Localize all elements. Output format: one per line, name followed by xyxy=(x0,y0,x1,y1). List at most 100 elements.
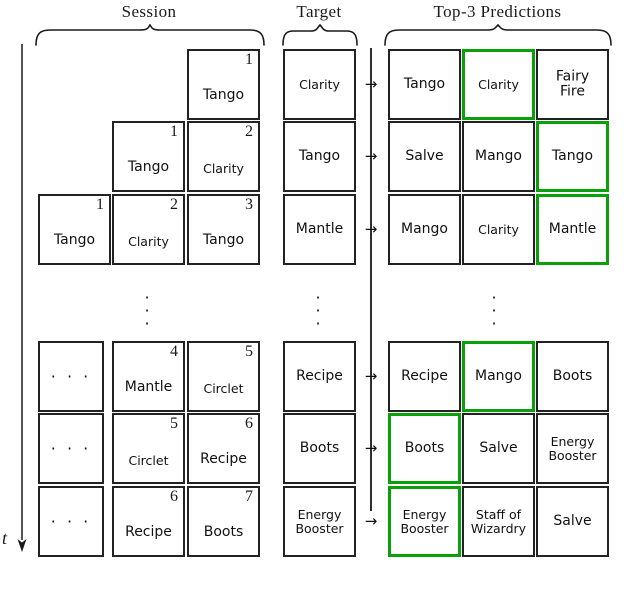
cell-label: Tango xyxy=(202,87,245,104)
prediction-cell: Salve xyxy=(462,413,535,484)
session-to-target-arrow: → xyxy=(364,438,378,457)
brace-predictions xyxy=(384,24,612,46)
dot: · xyxy=(144,288,150,307)
prediction-cell-hit: Clarity xyxy=(462,49,535,120)
time-axis-label: t xyxy=(2,528,8,548)
cell-label: · · · xyxy=(50,366,92,386)
cell-label: Recipe xyxy=(296,367,343,384)
prediction-cell-hit: Mango xyxy=(462,341,535,412)
cell-label: Mantle xyxy=(124,379,173,396)
cell-label: Circlet xyxy=(203,381,244,396)
prediction-cell: Clarity xyxy=(462,194,535,265)
session-to-target-arrow: → xyxy=(364,146,378,165)
cell-label: Recipe xyxy=(401,367,448,384)
brace-target xyxy=(282,24,358,46)
cell-label: Mango xyxy=(401,220,448,237)
vertical-ellipsis-target: · · · xyxy=(313,290,323,333)
prediction-cell: Fairy Fire xyxy=(536,49,609,120)
prediction-cell: Boots xyxy=(536,341,609,412)
cell-label: Tango xyxy=(403,75,446,92)
cell-step-index: 5 xyxy=(245,343,253,360)
cell-label: Clarity xyxy=(128,234,169,249)
prediction-cell-hit: Tango xyxy=(536,121,609,192)
cell-label: Energy Booster xyxy=(548,433,597,463)
cell-label: Clarity xyxy=(299,76,340,92)
cell-label: Clarity xyxy=(203,161,244,176)
heading-top3-predictions: Top-3 Predictions xyxy=(433,2,562,21)
cell-step-index: 2 xyxy=(245,123,253,140)
cell-label: Recipe xyxy=(200,451,247,468)
section-divider xyxy=(370,48,372,511)
cell-label: Boots xyxy=(552,367,593,384)
prediction-cell: Staff of Wizardry xyxy=(462,486,535,557)
cell-label: Boots xyxy=(299,439,340,456)
cell-label: Tango xyxy=(127,159,170,176)
cell-step-index: 1 xyxy=(96,196,104,213)
dot: · xyxy=(315,314,321,333)
cell-step-index: 1 xyxy=(245,51,253,68)
cell-step-index: 6 xyxy=(245,415,253,432)
cell-label: Mango xyxy=(475,367,522,384)
cell-label: · · · xyxy=(50,438,92,458)
dot: · xyxy=(491,288,497,307)
session-to-target-arrow: → xyxy=(364,74,378,93)
cell-step-index: 2 xyxy=(170,196,178,213)
cell-label: Salve xyxy=(553,512,592,529)
cell-step-index: 5 xyxy=(170,415,178,432)
cell-step-index: 4 xyxy=(170,343,178,360)
dot: · xyxy=(315,301,321,320)
cell-label: Clarity xyxy=(478,76,519,92)
dot: · xyxy=(491,301,497,320)
target-cell: Recipe xyxy=(283,341,356,412)
cell-label: Tango xyxy=(551,147,594,164)
target-cell: Boots xyxy=(283,413,356,484)
cell-label: Tango xyxy=(53,232,96,249)
brace-session xyxy=(35,24,265,46)
time-axis-arrow xyxy=(17,44,27,552)
session-to-target-arrow: → xyxy=(364,366,378,385)
session-cell-placeholder: · · · xyxy=(38,341,104,412)
prediction-cell: Mango xyxy=(388,194,461,265)
cell-label: Mantle xyxy=(548,220,597,237)
cell-label: Boots xyxy=(203,524,244,541)
session-to-target-arrow: → xyxy=(364,511,378,530)
cell-label: Mango xyxy=(475,147,522,164)
cell-step-index: 1 xyxy=(170,123,178,140)
cell-label: Boots xyxy=(404,439,445,456)
cell-label: Tango xyxy=(298,147,341,164)
prediction-cell: Mango xyxy=(462,121,535,192)
dot: · xyxy=(144,314,150,333)
prediction-cell-hit: Boots xyxy=(388,413,461,484)
cell-label: Energy Booster xyxy=(400,506,449,536)
session-cell-placeholder: · · · xyxy=(38,413,104,484)
dot: · xyxy=(491,314,497,333)
session-to-target-arrow: → xyxy=(364,219,378,238)
prediction-cell-hit: Mantle xyxy=(536,194,609,265)
cell-label: Staff of Wizardry xyxy=(470,506,527,536)
cell-step-index: 7 xyxy=(245,488,253,505)
heading-target: Target xyxy=(296,2,342,21)
cell-label: Clarity xyxy=(478,221,519,237)
cell-label: Salve xyxy=(479,439,518,456)
cell-label: Mantle xyxy=(295,220,344,237)
prediction-cell: Energy Booster xyxy=(536,413,609,484)
target-cell: Energy Booster xyxy=(283,486,356,557)
cell-label: · · · xyxy=(50,511,92,531)
target-cell: Clarity xyxy=(283,49,356,120)
cell-label: Energy Booster xyxy=(295,506,344,536)
target-cell: Tango xyxy=(283,121,356,192)
vertical-ellipsis-session: · · · xyxy=(142,288,152,333)
session-cell-placeholder: · · · xyxy=(38,486,104,557)
prediction-cell: Recipe xyxy=(388,341,461,412)
vertical-ellipsis-predictions: · · · xyxy=(489,288,499,333)
